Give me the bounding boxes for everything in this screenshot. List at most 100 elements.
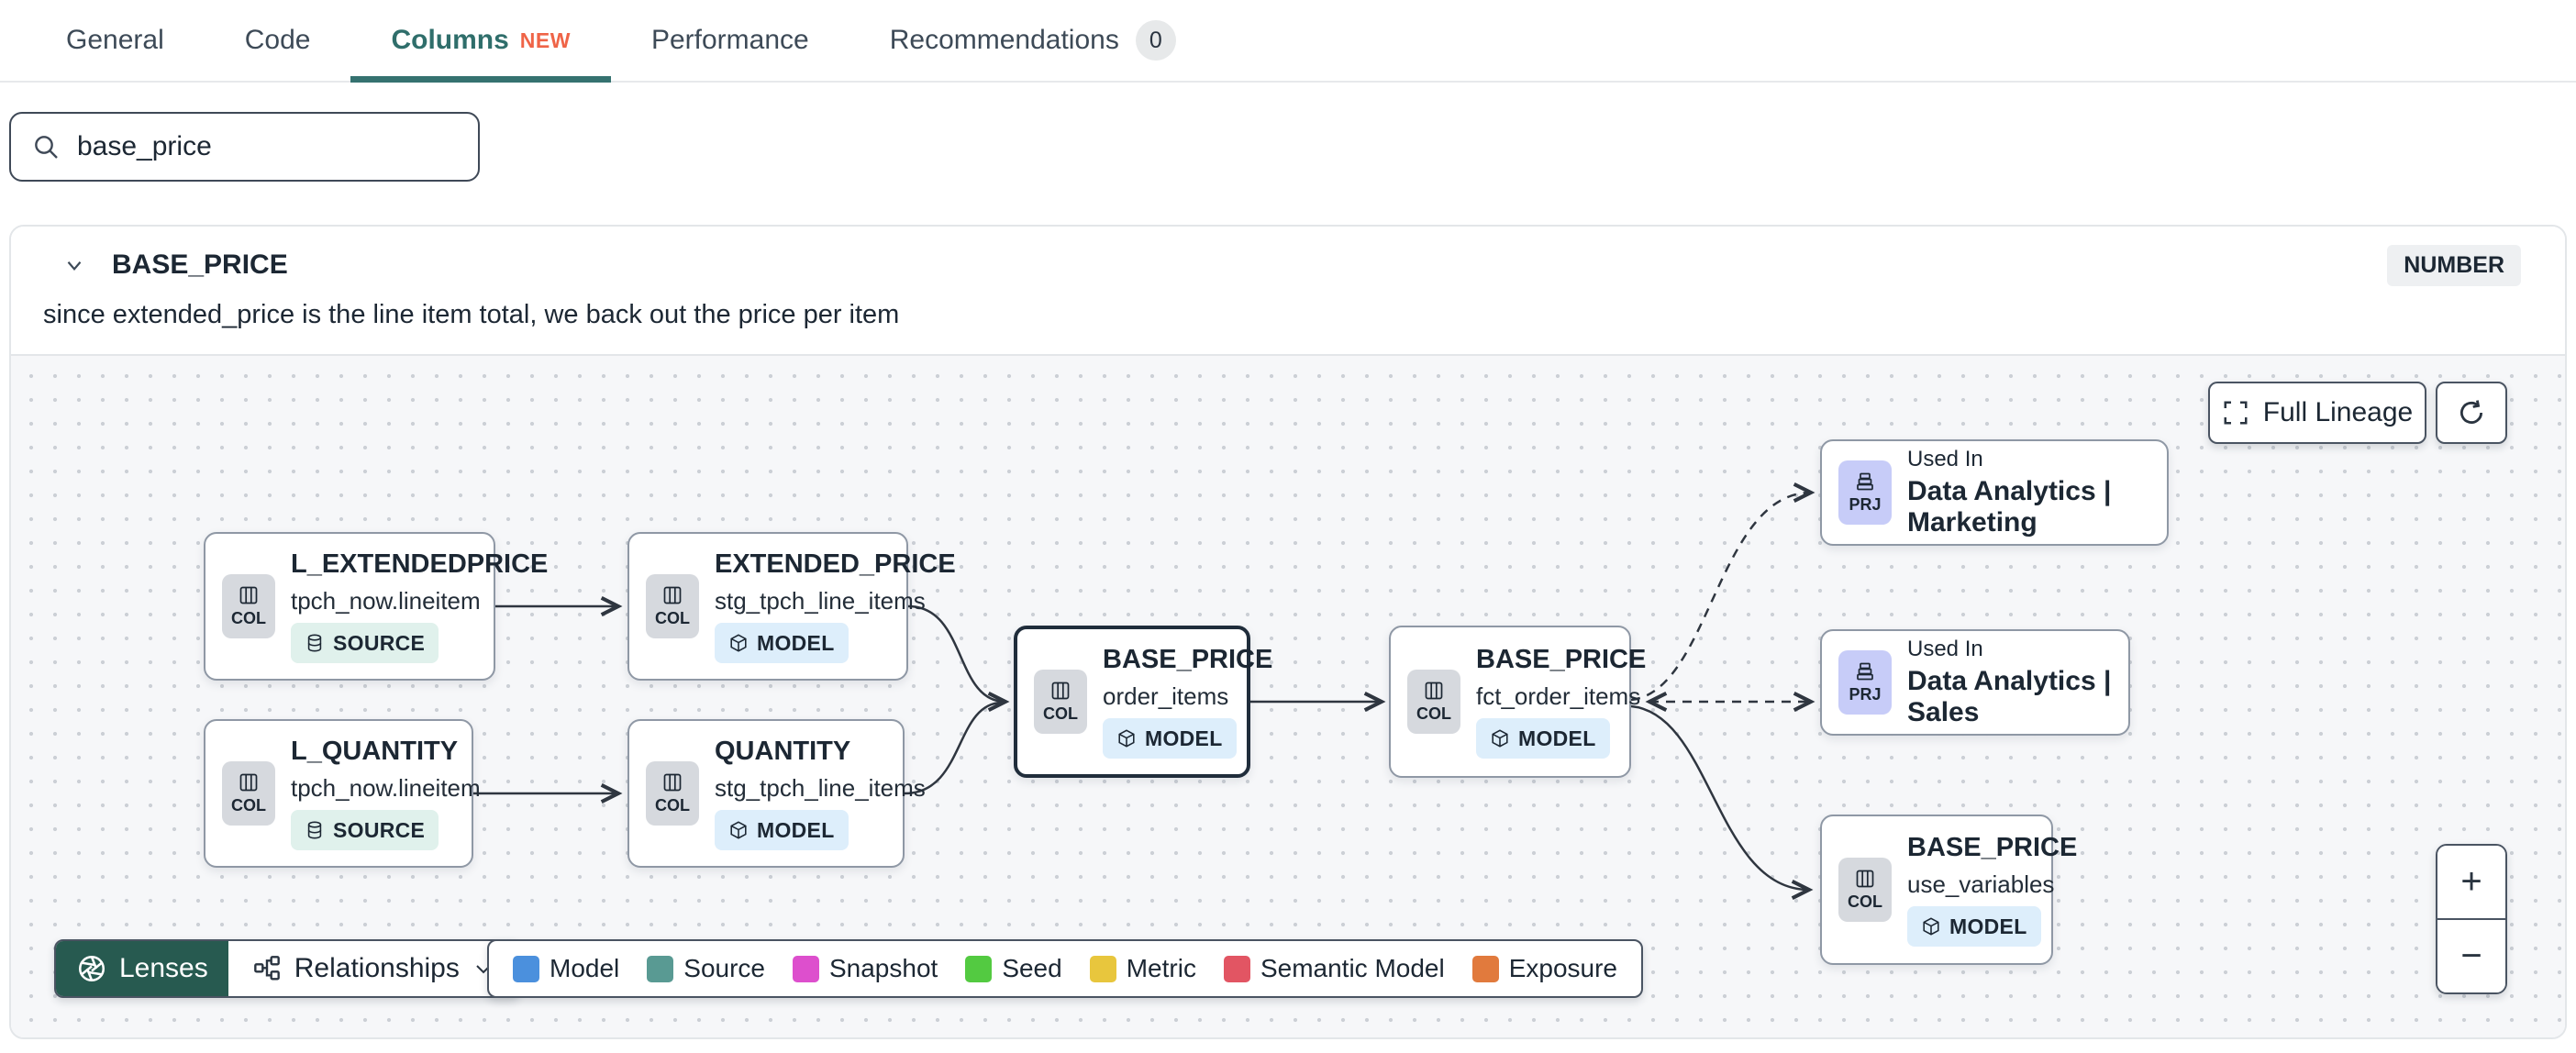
project-name: Data Analytics | Marketing bbox=[1907, 476, 2112, 538]
new-badge: NEW bbox=[519, 28, 571, 52]
cube-icon bbox=[1923, 917, 1939, 936]
kind-label: COL bbox=[1416, 704, 1451, 723]
database-icon bbox=[307, 634, 322, 652]
node-title: BASE_PRICE bbox=[1476, 645, 1647, 674]
lineage-node-l-extendedprice[interactable]: COL L_EXTENDEDPRICE tpch_now.lineitem SO… bbox=[204, 532, 548, 681]
legend-label: Semantic Model bbox=[1260, 954, 1445, 982]
stacked-boxes-icon bbox=[1857, 662, 1873, 681]
legend-swatch bbox=[965, 955, 993, 982]
column-icon bbox=[239, 586, 258, 604]
badge-label: SOURCE bbox=[333, 817, 426, 842]
legend-item-source: Source bbox=[647, 954, 765, 983]
lineage-graph-canvas[interactable]: COL L_EXTENDEDPRICE tpch_now.lineitem SO… bbox=[11, 354, 2565, 1037]
lineage-node-extended-price[interactable]: COL EXTENDED_PRICE stg_tpch_line_items M… bbox=[627, 532, 956, 681]
lineage-node-base-price-fct-order-items[interactable]: COL BASE_PRICE fct_order_items MODEL bbox=[1389, 626, 1646, 778]
lineage-edges bbox=[473, 356, 2565, 1039]
recommendations-count-badge: 0 bbox=[1135, 20, 1176, 61]
badge-label: MODEL bbox=[1949, 914, 2027, 938]
tab-general[interactable]: General bbox=[26, 0, 205, 81]
tab-recommendations[interactable]: Recommendations 0 bbox=[849, 0, 1216, 81]
refresh-button[interactable] bbox=[2436, 382, 2507, 444]
zoom-out-button[interactable]: − bbox=[2437, 920, 2505, 992]
lineage-node-quantity[interactable]: COL QUANTITY stg_tpch_line_items MODEL bbox=[627, 719, 926, 868]
legend-item-snapshot: Snapshot bbox=[792, 954, 938, 983]
model-badge: MODEL bbox=[715, 810, 849, 850]
search-input[interactable] bbox=[77, 131, 458, 162]
source-badge: SOURCE bbox=[291, 810, 439, 850]
tab-label: Columns bbox=[391, 25, 509, 55]
model-badge: MODEL bbox=[715, 623, 849, 663]
column-icon bbox=[239, 773, 258, 792]
cube-icon bbox=[1118, 729, 1135, 748]
node-subtitle: stg_tpch_line_items bbox=[715, 587, 926, 615]
kind-label: COL bbox=[231, 609, 266, 627]
kind-label: COL bbox=[655, 796, 690, 815]
legend-label: Model bbox=[550, 954, 620, 982]
tab-bar: General Code Columns NEW Performance Rec… bbox=[0, 0, 2576, 83]
used-in-label: Used In bbox=[1907, 637, 1983, 661]
badge-label: SOURCE bbox=[333, 630, 426, 655]
search-icon bbox=[35, 136, 58, 159]
lineage-node-used-in-sales[interactable]: PRJ Used In Data Analytics | Sales bbox=[1820, 629, 2130, 736]
kind-label: COL bbox=[655, 609, 690, 627]
collapse-chevron-icon[interactable] bbox=[62, 253, 86, 277]
zoom-in-button[interactable]: + bbox=[2437, 846, 2505, 920]
legend-label: Source bbox=[683, 954, 765, 982]
relationships-label: Relationships bbox=[294, 953, 460, 983]
node-subtitle: stg_tpch_line_items bbox=[715, 774, 926, 802]
kind-label: COL bbox=[1043, 704, 1078, 723]
expand-icon bbox=[2224, 401, 2248, 425]
lineage-node-used-in-marketing[interactable]: PRJ Used In Data Analytics | Marketing bbox=[1820, 439, 2169, 546]
node-title: L_EXTENDEDPRICE bbox=[291, 549, 549, 579]
legend-label: Metric bbox=[1126, 954, 1196, 982]
model-badge: MODEL bbox=[1476, 718, 1610, 759]
zoom-controls: + − bbox=[2436, 844, 2507, 994]
node-title: BASE_PRICE bbox=[1907, 833, 2078, 862]
badge-label: MODEL bbox=[1518, 726, 1596, 750]
column-type-badge: NUMBER bbox=[2387, 244, 2521, 286]
legend-item-seed: Seed bbox=[965, 954, 1062, 983]
column-icon bbox=[663, 773, 682, 792]
column-icon bbox=[1425, 682, 1443, 700]
node-subtitle: fct_order_items bbox=[1476, 682, 1641, 710]
tab-performance[interactable]: Performance bbox=[611, 0, 849, 81]
node-title: BASE_PRICE bbox=[1103, 645, 1273, 674]
column-icon bbox=[1856, 870, 1874, 888]
column-kind-chip: COL bbox=[1034, 670, 1087, 734]
column-kind-chip: COL bbox=[646, 761, 699, 826]
node-subtitle: order_items bbox=[1103, 682, 1229, 710]
used-in-label: Used In bbox=[1907, 447, 1983, 471]
legend-label: Exposure bbox=[1508, 954, 1618, 982]
stacked-boxes-icon bbox=[1857, 472, 1873, 491]
node-title: EXTENDED_PRICE bbox=[715, 549, 956, 579]
column-panel: BASE_PRICE NUMBER since extended_price i… bbox=[9, 225, 2567, 1039]
badge-label: MODEL bbox=[757, 817, 835, 842]
legend-swatch bbox=[647, 955, 674, 982]
badge-label: MODEL bbox=[757, 630, 835, 655]
aperture-icon bbox=[78, 955, 105, 982]
column-search[interactable] bbox=[9, 112, 480, 182]
tab-label: Code bbox=[244, 25, 311, 55]
lenses-button[interactable]: Lenses bbox=[56, 941, 228, 996]
lineage-node-l-quantity[interactable]: COL L_QUANTITY tpch_now.lineitem SOURCE bbox=[204, 719, 481, 868]
project-kind-chip: PRJ bbox=[1838, 460, 1892, 525]
lineage-node-base-price-order-items[interactable]: COL BASE_PRICE order_items MODEL bbox=[1014, 626, 1272, 778]
relationships-dropdown[interactable]: Relationships bbox=[228, 941, 518, 996]
legend-swatch bbox=[1089, 955, 1116, 982]
database-icon bbox=[307, 821, 322, 839]
badge-label: MODEL bbox=[1145, 726, 1223, 750]
tab-code[interactable]: Code bbox=[205, 0, 351, 81]
full-lineage-button[interactable]: Full Lineage bbox=[2208, 382, 2426, 444]
model-badge: MODEL bbox=[1103, 718, 1237, 759]
node-title: L_QUANTITY bbox=[291, 737, 459, 766]
node-title: QUANTITY bbox=[715, 737, 851, 766]
tab-columns[interactable]: Columns NEW bbox=[350, 0, 611, 83]
column-kind-chip: COL bbox=[646, 574, 699, 638]
lineage-node-base-price-use-variables[interactable]: COL BASE_PRICE use_variables MODEL bbox=[1820, 815, 2077, 965]
legend-label: Snapshot bbox=[828, 954, 938, 982]
column-icon bbox=[1051, 682, 1070, 700]
cube-icon bbox=[730, 634, 747, 652]
column-description: since extended_price is the line item to… bbox=[43, 300, 900, 329]
node-subtitle: tpch_now.lineitem bbox=[291, 587, 481, 615]
legend-item-exposure: Exposure bbox=[1471, 954, 1618, 983]
